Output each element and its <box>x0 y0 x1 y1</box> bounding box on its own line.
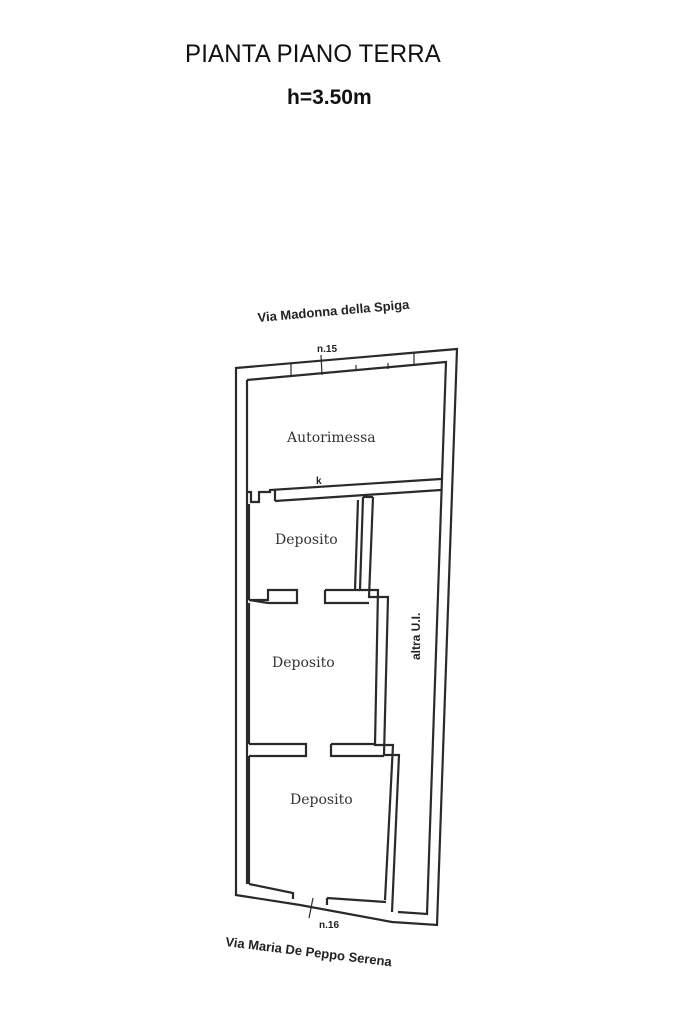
entrance-number-north: n.15 <box>317 344 337 355</box>
outer-wall-outer <box>234 347 459 927</box>
room-label-autorimessa: Autorimessa <box>286 430 376 446</box>
marker-k: k <box>316 476 322 487</box>
north-entrance-axis <box>320 354 323 376</box>
wall-deposito-2-south-a <box>249 742 308 758</box>
street-name-north: Via Madonna della Spiga <box>257 297 411 325</box>
room-label-altra-ui: altra U.I. <box>409 613 423 660</box>
wall-deposito-3-south-b <box>326 896 387 904</box>
outer-wall-inner <box>246 360 448 916</box>
room-label-deposito-2: Deposito <box>272 655 335 671</box>
wall-deposito-1-east <box>353 499 360 591</box>
wall-deposito-2-south-c <box>329 744 384 758</box>
entrance-number-south: n.16 <box>319 920 339 931</box>
wall-autorimessa-south-2 <box>274 488 442 503</box>
wall-autorimessa-south-1 <box>247 477 442 504</box>
wall-deposito-1-south-a <box>249 588 299 605</box>
street-name-south: Via Maria De Peppo Serena <box>225 934 394 969</box>
south-entrance-axis <box>308 897 314 919</box>
wall-door-jamb <box>248 598 269 605</box>
plan-title: PIANTA PIANO TERRA <box>185 40 441 68</box>
wall-deposito-1-south-c <box>323 590 369 605</box>
wall-deposito-3-south <box>248 882 295 899</box>
wall-altra-ui-west-outer <box>358 496 395 901</box>
room-label-deposito-1: Deposito <box>275 532 338 548</box>
ceiling-height-label: h=3.50m <box>287 86 372 109</box>
room-label-deposito-3: Deposito <box>290 792 353 808</box>
wall-altra-ui-west-inner <box>367 496 401 913</box>
